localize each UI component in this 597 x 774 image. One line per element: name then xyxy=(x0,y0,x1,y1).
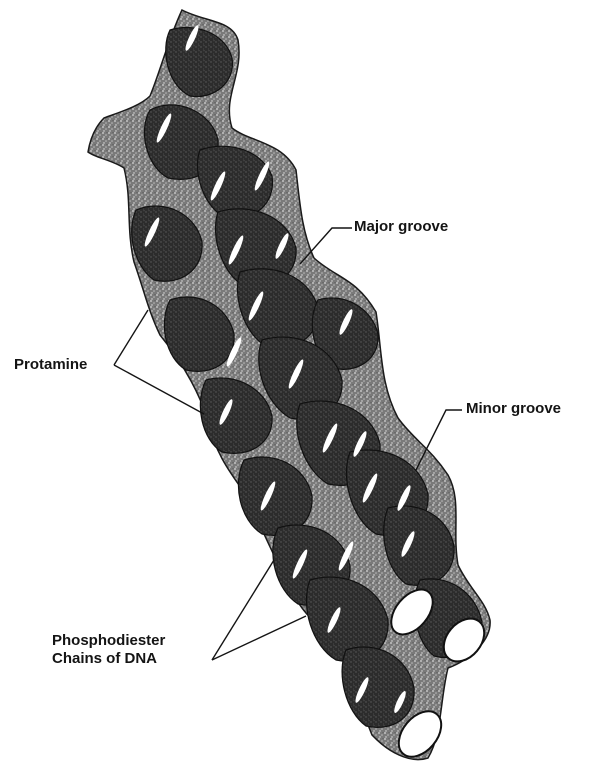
phosphodiester-strands xyxy=(132,28,482,728)
phosphodiester-label-line1: Phosphodiester xyxy=(52,632,165,650)
protamine-leader-upper xyxy=(114,310,148,365)
major-groove-label: Major groove xyxy=(354,218,448,236)
minor-groove-label: Minor groove xyxy=(466,400,561,418)
phosphodiester-chains-label: Phosphodiester Chains of DNA xyxy=(52,632,165,668)
protamine-label: Protamine xyxy=(14,356,87,374)
phosphodiester-label-line2: Chains of DNA xyxy=(52,650,165,668)
